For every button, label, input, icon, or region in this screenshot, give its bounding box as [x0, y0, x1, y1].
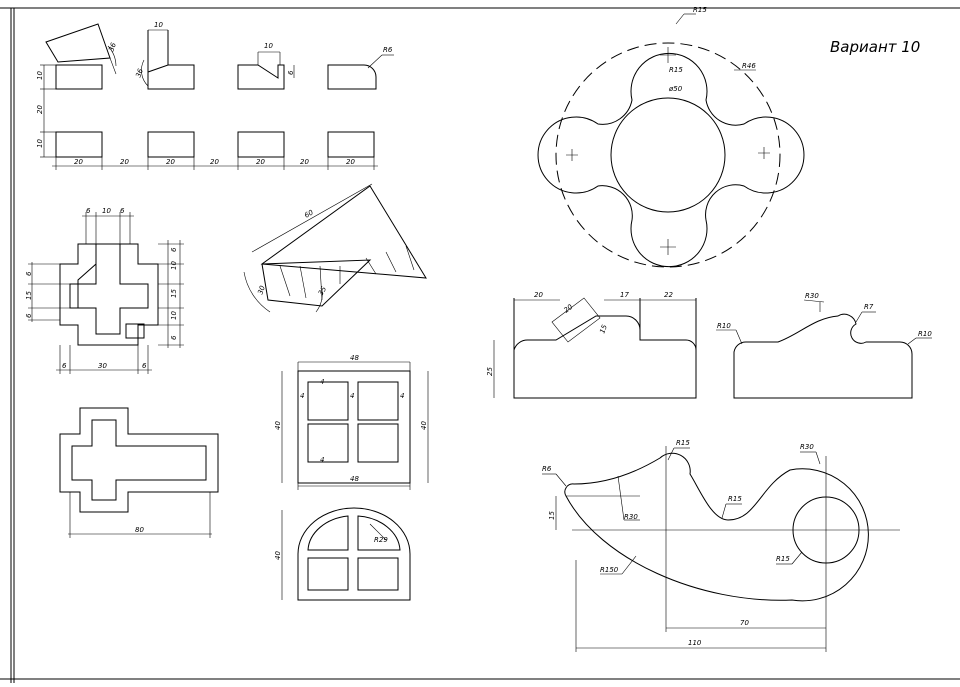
- svg-text:60: 60: [303, 208, 315, 220]
- flower-part: R15 R15 ø50 R46: [537, 6, 805, 268]
- svg-text:4: 4: [320, 378, 324, 386]
- svg-text:6: 6: [120, 207, 125, 215]
- svg-text:10: 10: [170, 311, 178, 320]
- svg-text:36: 36: [134, 67, 145, 79]
- svg-text:20: 20: [300, 158, 309, 166]
- svg-text:80: 80: [135, 526, 144, 534]
- svg-text:10: 10: [154, 21, 163, 29]
- svg-text:6: 6: [170, 335, 178, 340]
- svg-text:R30: R30: [800, 443, 814, 451]
- svg-text:15: 15: [170, 289, 178, 298]
- svg-text:17: 17: [620, 291, 629, 299]
- stepped-block-part: 20 17 22 20 15 25: [486, 291, 697, 399]
- svg-text:20: 20: [74, 158, 83, 166]
- svg-text:20: 20: [256, 158, 265, 166]
- svg-text:20: 20: [120, 158, 129, 166]
- svg-text:R15: R15: [676, 439, 690, 447]
- cam-part: 70 110 15 R6 R15 R30 R30 R15 R15 R150: [542, 439, 900, 652]
- profile-part: R30 R7 R10 R10: [716, 292, 932, 399]
- cross-part: 6 10 6 6 15 6 6 10 15 10 6 6 30 6: [25, 207, 184, 374]
- svg-text:10: 10: [102, 207, 111, 215]
- svg-text:R10: R10: [717, 322, 731, 330]
- svg-text:22: 22: [664, 291, 673, 299]
- svg-text:40: 40: [274, 551, 282, 560]
- svg-text:R15: R15: [728, 495, 742, 503]
- svg-text:15: 15: [548, 511, 556, 520]
- svg-text:20: 20: [210, 158, 219, 166]
- svg-text:10: 10: [170, 261, 178, 270]
- svg-text:R29: R29: [374, 536, 388, 544]
- svg-text:R46: R46: [742, 62, 756, 70]
- svg-text:R15: R15: [669, 66, 683, 74]
- svg-text:110: 110: [688, 639, 702, 647]
- svg-text:6: 6: [86, 207, 91, 215]
- svg-text:10: 10: [36, 71, 44, 80]
- svg-text:15: 15: [25, 291, 33, 300]
- svg-text:6: 6: [62, 362, 67, 370]
- svg-text:6: 6: [25, 313, 33, 318]
- svg-text:70: 70: [740, 619, 749, 627]
- svg-text:6: 6: [170, 247, 178, 252]
- svg-text:20: 20: [534, 291, 543, 299]
- svg-text:6: 6: [287, 70, 295, 75]
- svg-text:35: 35: [317, 285, 329, 297]
- window-frame-part: 48 48 40 40 4 4 4 4 4: [274, 354, 429, 490]
- svg-text:R30: R30: [624, 513, 638, 521]
- svg-text:R15: R15: [693, 6, 707, 14]
- svg-text:48: 48: [350, 354, 359, 362]
- svg-text:10: 10: [36, 139, 44, 148]
- svg-text:40: 40: [420, 421, 428, 430]
- svg-text:15: 15: [598, 323, 609, 335]
- long-cross-part: 80: [59, 407, 219, 538]
- svg-text:4: 4: [320, 456, 324, 464]
- svg-text:40: 40: [274, 421, 282, 430]
- svg-text:R150: R150: [600, 566, 619, 574]
- chamfer-blocks: 36 10 36 10 6 R6 20 20 20: [36, 21, 394, 170]
- svg-text:R10: R10: [918, 330, 932, 338]
- svg-text:6: 6: [142, 362, 147, 370]
- svg-text:R7: R7: [864, 303, 874, 311]
- svg-text:20: 20: [346, 158, 355, 166]
- svg-text:ø50: ø50: [668, 85, 683, 93]
- svg-text:30: 30: [256, 284, 267, 296]
- svg-text:10: 10: [264, 42, 273, 50]
- variant-title: Вариант 10: [830, 38, 920, 56]
- svg-text:48: 48: [350, 475, 359, 483]
- svg-text:20: 20: [36, 105, 44, 114]
- svg-text:6: 6: [25, 271, 33, 276]
- wedge-part: 60 30 35: [243, 183, 427, 313]
- svg-text:4: 4: [300, 392, 304, 400]
- svg-text:R6: R6: [383, 46, 393, 54]
- svg-text:20: 20: [166, 158, 175, 166]
- svg-text:R6: R6: [542, 465, 552, 473]
- arched-window-part: R29 40: [274, 507, 411, 601]
- svg-text:25: 25: [486, 367, 494, 376]
- svg-text:4: 4: [400, 392, 404, 400]
- svg-text:4: 4: [350, 392, 354, 400]
- svg-text:R15: R15: [776, 555, 790, 563]
- svg-text:36: 36: [107, 41, 118, 53]
- svg-text:30: 30: [98, 362, 107, 370]
- svg-text:R30: R30: [805, 292, 819, 300]
